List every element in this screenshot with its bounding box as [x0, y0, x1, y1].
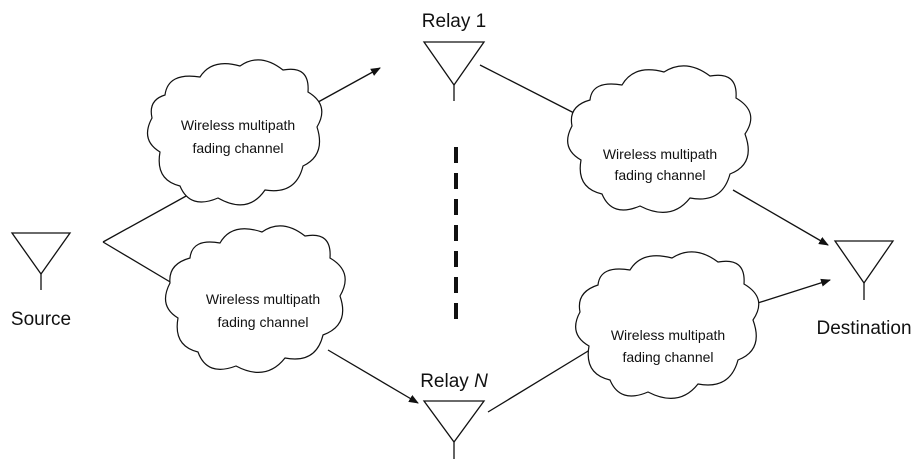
relay-n-label: Relay N: [420, 371, 488, 392]
relay-n-label-index: N: [474, 371, 488, 392]
relay-1-label: Relay 1: [422, 11, 486, 32]
relay-n-antenna-icon: [422, 400, 486, 459]
channel-label-upper-left: Wireless multipath: [181, 117, 295, 133]
arrow-to-destination-upper: [732, 189, 829, 246]
relay-n-to-channel: [487, 344, 599, 413]
channel-label-lower-right: Wireless multipath: [611, 327, 725, 343]
channel-label-upper-left-2: fading channel: [192, 140, 283, 156]
relay-1-to-channel: [479, 64, 579, 116]
channel-label-upper-right-2: fading channel: [614, 167, 705, 183]
destination-antenna-icon: [833, 240, 895, 300]
relay-1-antenna-icon: [422, 41, 486, 101]
source-split-upper: [102, 189, 198, 243]
cloud-icon-upper-left: [146, 59, 323, 206]
cloud-icon-lower-left: [164, 225, 346, 373]
cloud-icon-upper-right: [567, 65, 752, 213]
source-label: Source: [11, 309, 71, 330]
destination-label: Destination: [816, 318, 911, 339]
arrow-to-relay-n: [327, 349, 419, 404]
channel-label-lower-right-2: fading channel: [622, 349, 713, 365]
channel-label-lower-left-2: fading channel: [217, 314, 308, 330]
channel-label-lower-left: Wireless multipath: [206, 291, 320, 307]
relay-n-label-prefix: Relay: [420, 371, 474, 392]
source-antenna-icon: [10, 232, 72, 290]
channel-label-upper-right: Wireless multipath: [603, 146, 717, 162]
cloud-icon-lower-right: [575, 251, 760, 399]
